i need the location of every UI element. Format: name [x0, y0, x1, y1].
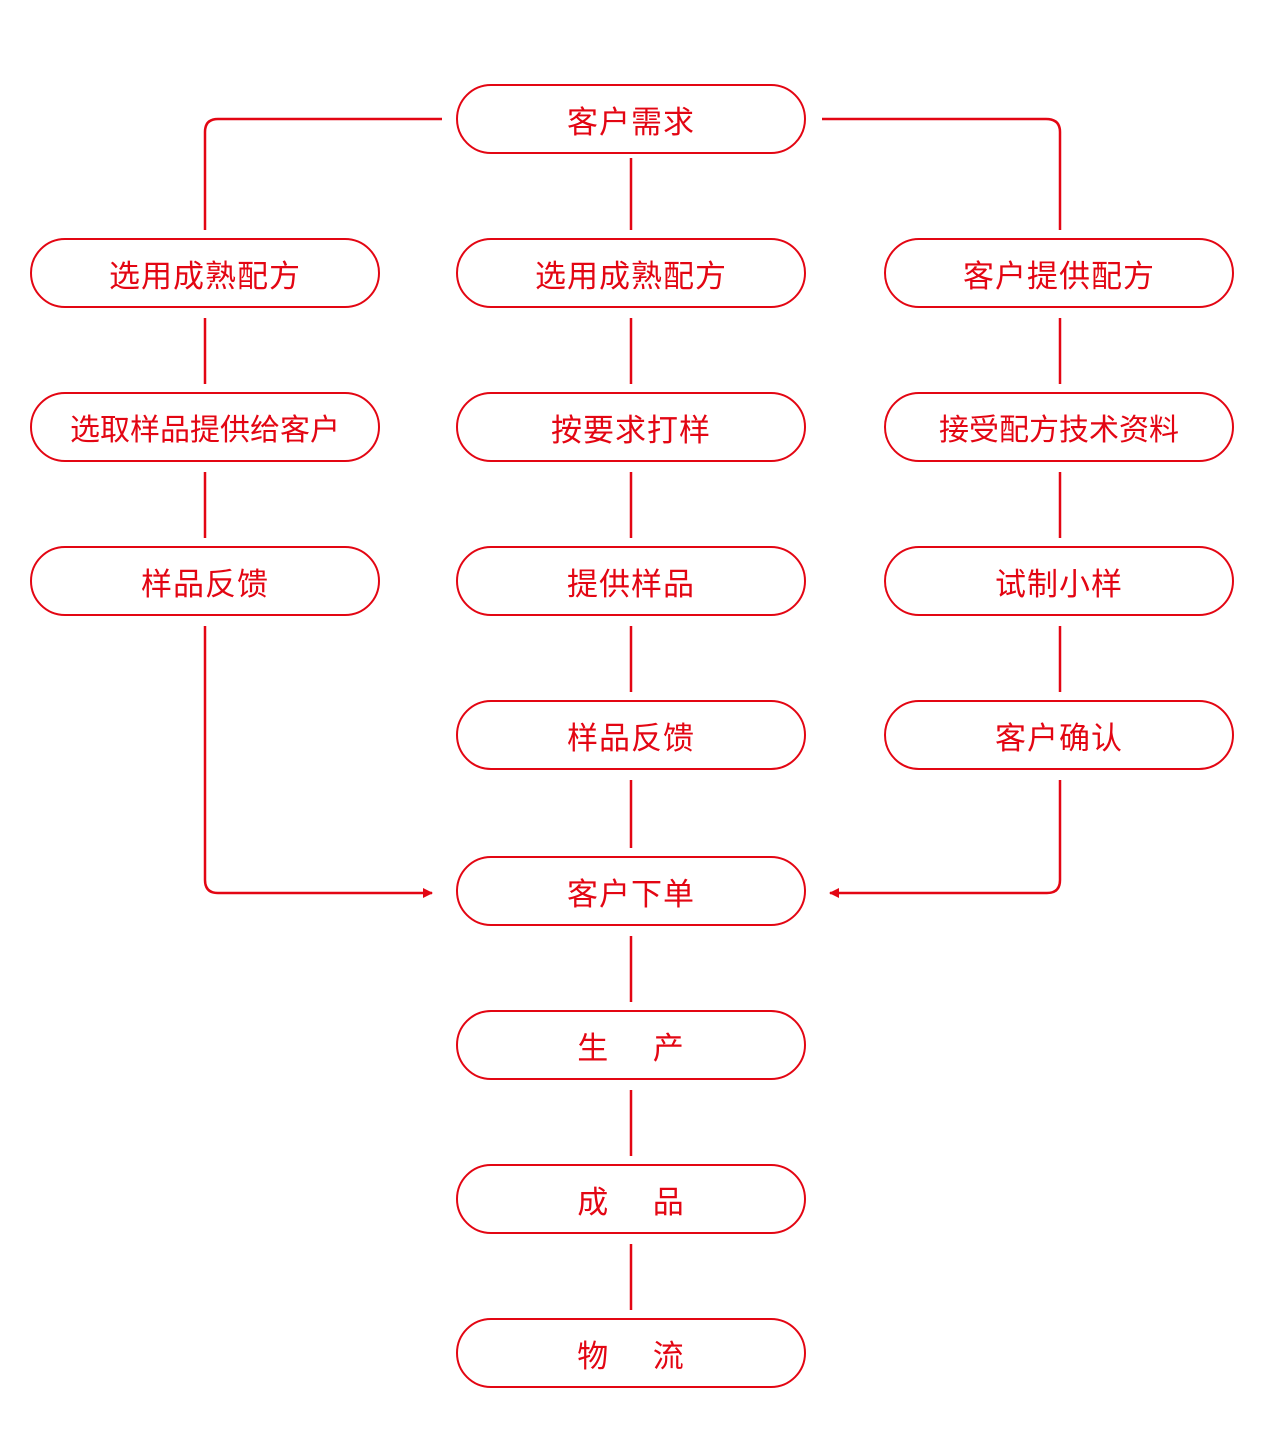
node-customer-order: 客户下单 — [456, 856, 806, 926]
node-center-make-sample: 按要求打样 — [456, 392, 806, 462]
connector-demand-to-right — [822, 117, 1062, 230]
node-center-sample-feedback: 样品反馈 — [456, 700, 806, 770]
node-left-mature-formula: 选用成熟配方 — [30, 238, 380, 308]
node-right-trial-sample: 试制小样 — [884, 546, 1234, 616]
node-left-sample-feedback: 样品反馈 — [30, 546, 380, 616]
connector-right-to-order — [829, 780, 1062, 898]
node-left-select-sample: 选取样品提供给客户 — [30, 392, 380, 462]
node-production: 生 产 — [456, 1010, 806, 1080]
node-finished-product: 成 品 — [456, 1164, 806, 1234]
node-center-provide-sample: 提供样品 — [456, 546, 806, 616]
connector-demand-to-left — [203, 117, 442, 230]
node-center-mature-formula: 选用成熟配方 — [456, 238, 806, 308]
node-customer-demand: 客户需求 — [456, 84, 806, 154]
connector-left-to-order — [203, 626, 433, 898]
node-right-customer-formula: 客户提供配方 — [884, 238, 1234, 308]
node-right-accept-tech-data: 接受配方技术资料 — [884, 392, 1234, 462]
node-right-customer-confirm: 客户确认 — [884, 700, 1234, 770]
node-logistics: 物 流 — [456, 1318, 806, 1388]
